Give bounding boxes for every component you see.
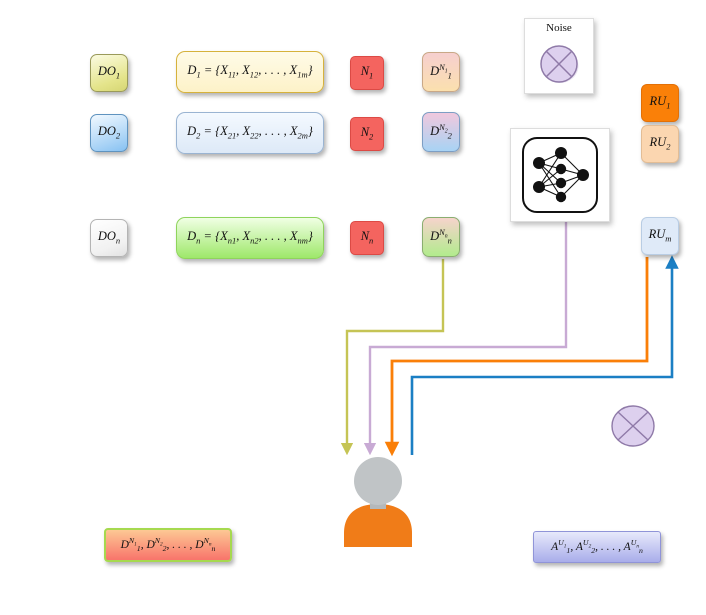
noise-chip-2[interactable]: N2 bbox=[350, 117, 384, 151]
purple-connector bbox=[363, 220, 568, 456]
blue-connector bbox=[410, 255, 679, 455]
noised-dataset-n-label: DNnn bbox=[430, 227, 452, 246]
noised-dataset-2-label: DN22 bbox=[430, 122, 452, 141]
noise-chip-n-label: Nn bbox=[360, 229, 374, 246]
data-owner-2-label: DO2 bbox=[97, 124, 121, 141]
noised-data-summary-label: DN11, DN22, . . . , DNnn bbox=[120, 535, 216, 553]
noise-chip-n[interactable]: Nn bbox=[350, 221, 384, 255]
noise-chip-1[interactable]: N1 bbox=[350, 56, 384, 90]
neural-network-icon bbox=[522, 137, 598, 213]
dataset-1[interactable]: D1 = {X11, X12, . . . , X1m} bbox=[176, 51, 324, 93]
noise-chip-2-label: N2 bbox=[360, 125, 374, 142]
noised-dataset-2[interactable]: DN22 bbox=[422, 112, 460, 152]
model-panel bbox=[510, 128, 610, 222]
noise-chip-1-label: N1 bbox=[360, 64, 374, 81]
data-owner-2[interactable]: DO2 bbox=[90, 114, 128, 152]
attribute-summary-label: AU11, AU22, . . . , AUnn bbox=[551, 537, 643, 555]
data-owner-1-label: DO1 bbox=[97, 64, 121, 81]
recommendation-unit-2-label: RU2 bbox=[649, 135, 671, 152]
noised-dataset-n[interactable]: DNnn bbox=[422, 217, 460, 257]
crossed-circle-icon bbox=[540, 45, 579, 83]
attribute-summary-box[interactable]: AU11, AU22, . . . , AUnn bbox=[533, 531, 661, 563]
olive-connector bbox=[340, 259, 445, 456]
recommendation-unit-m-label: RUm bbox=[648, 227, 672, 244]
noised-dataset-1[interactable]: DN11 bbox=[422, 52, 460, 92]
data-owner-n-label: DOn bbox=[97, 229, 121, 246]
noise-panel: Noise bbox=[524, 18, 594, 94]
dataset-2[interactable]: D2 = {X21, X22, . . . , X2m} bbox=[176, 112, 324, 154]
noised-data-summary-box[interactable]: DN11, DN22, . . . , DNnn bbox=[104, 528, 232, 562]
crossed-circle-icon bbox=[611, 405, 655, 447]
user-avatar bbox=[344, 457, 412, 547]
orange-connector bbox=[384, 257, 649, 457]
dataset-2-label: D2 = {X21, X22, . . . , X2m} bbox=[187, 124, 313, 141]
data-owner-1[interactable]: DO1 bbox=[90, 54, 128, 92]
dataset-n[interactable]: Dn = {Xn1, Xn2, . . . , Xnm} bbox=[176, 217, 324, 259]
recommendation-unit-1[interactable]: RU1 bbox=[641, 84, 679, 122]
dataset-n-label: Dn = {Xn1, Xn2, . . . , Xnm} bbox=[187, 229, 313, 246]
noised-dataset-1-label: DN11 bbox=[430, 62, 452, 81]
recommendation-unit-m[interactable]: RUm bbox=[641, 217, 679, 255]
dataset-1-label: D1 = {X11, X12, . . . , X1m} bbox=[187, 63, 313, 80]
recommendation-unit-1-label: RU1 bbox=[649, 94, 671, 111]
recommendation-unit-2[interactable]: RU2 bbox=[641, 125, 679, 163]
noise-panel-caption: Noise bbox=[546, 22, 572, 34]
data-owner-n[interactable]: DOn bbox=[90, 219, 128, 257]
